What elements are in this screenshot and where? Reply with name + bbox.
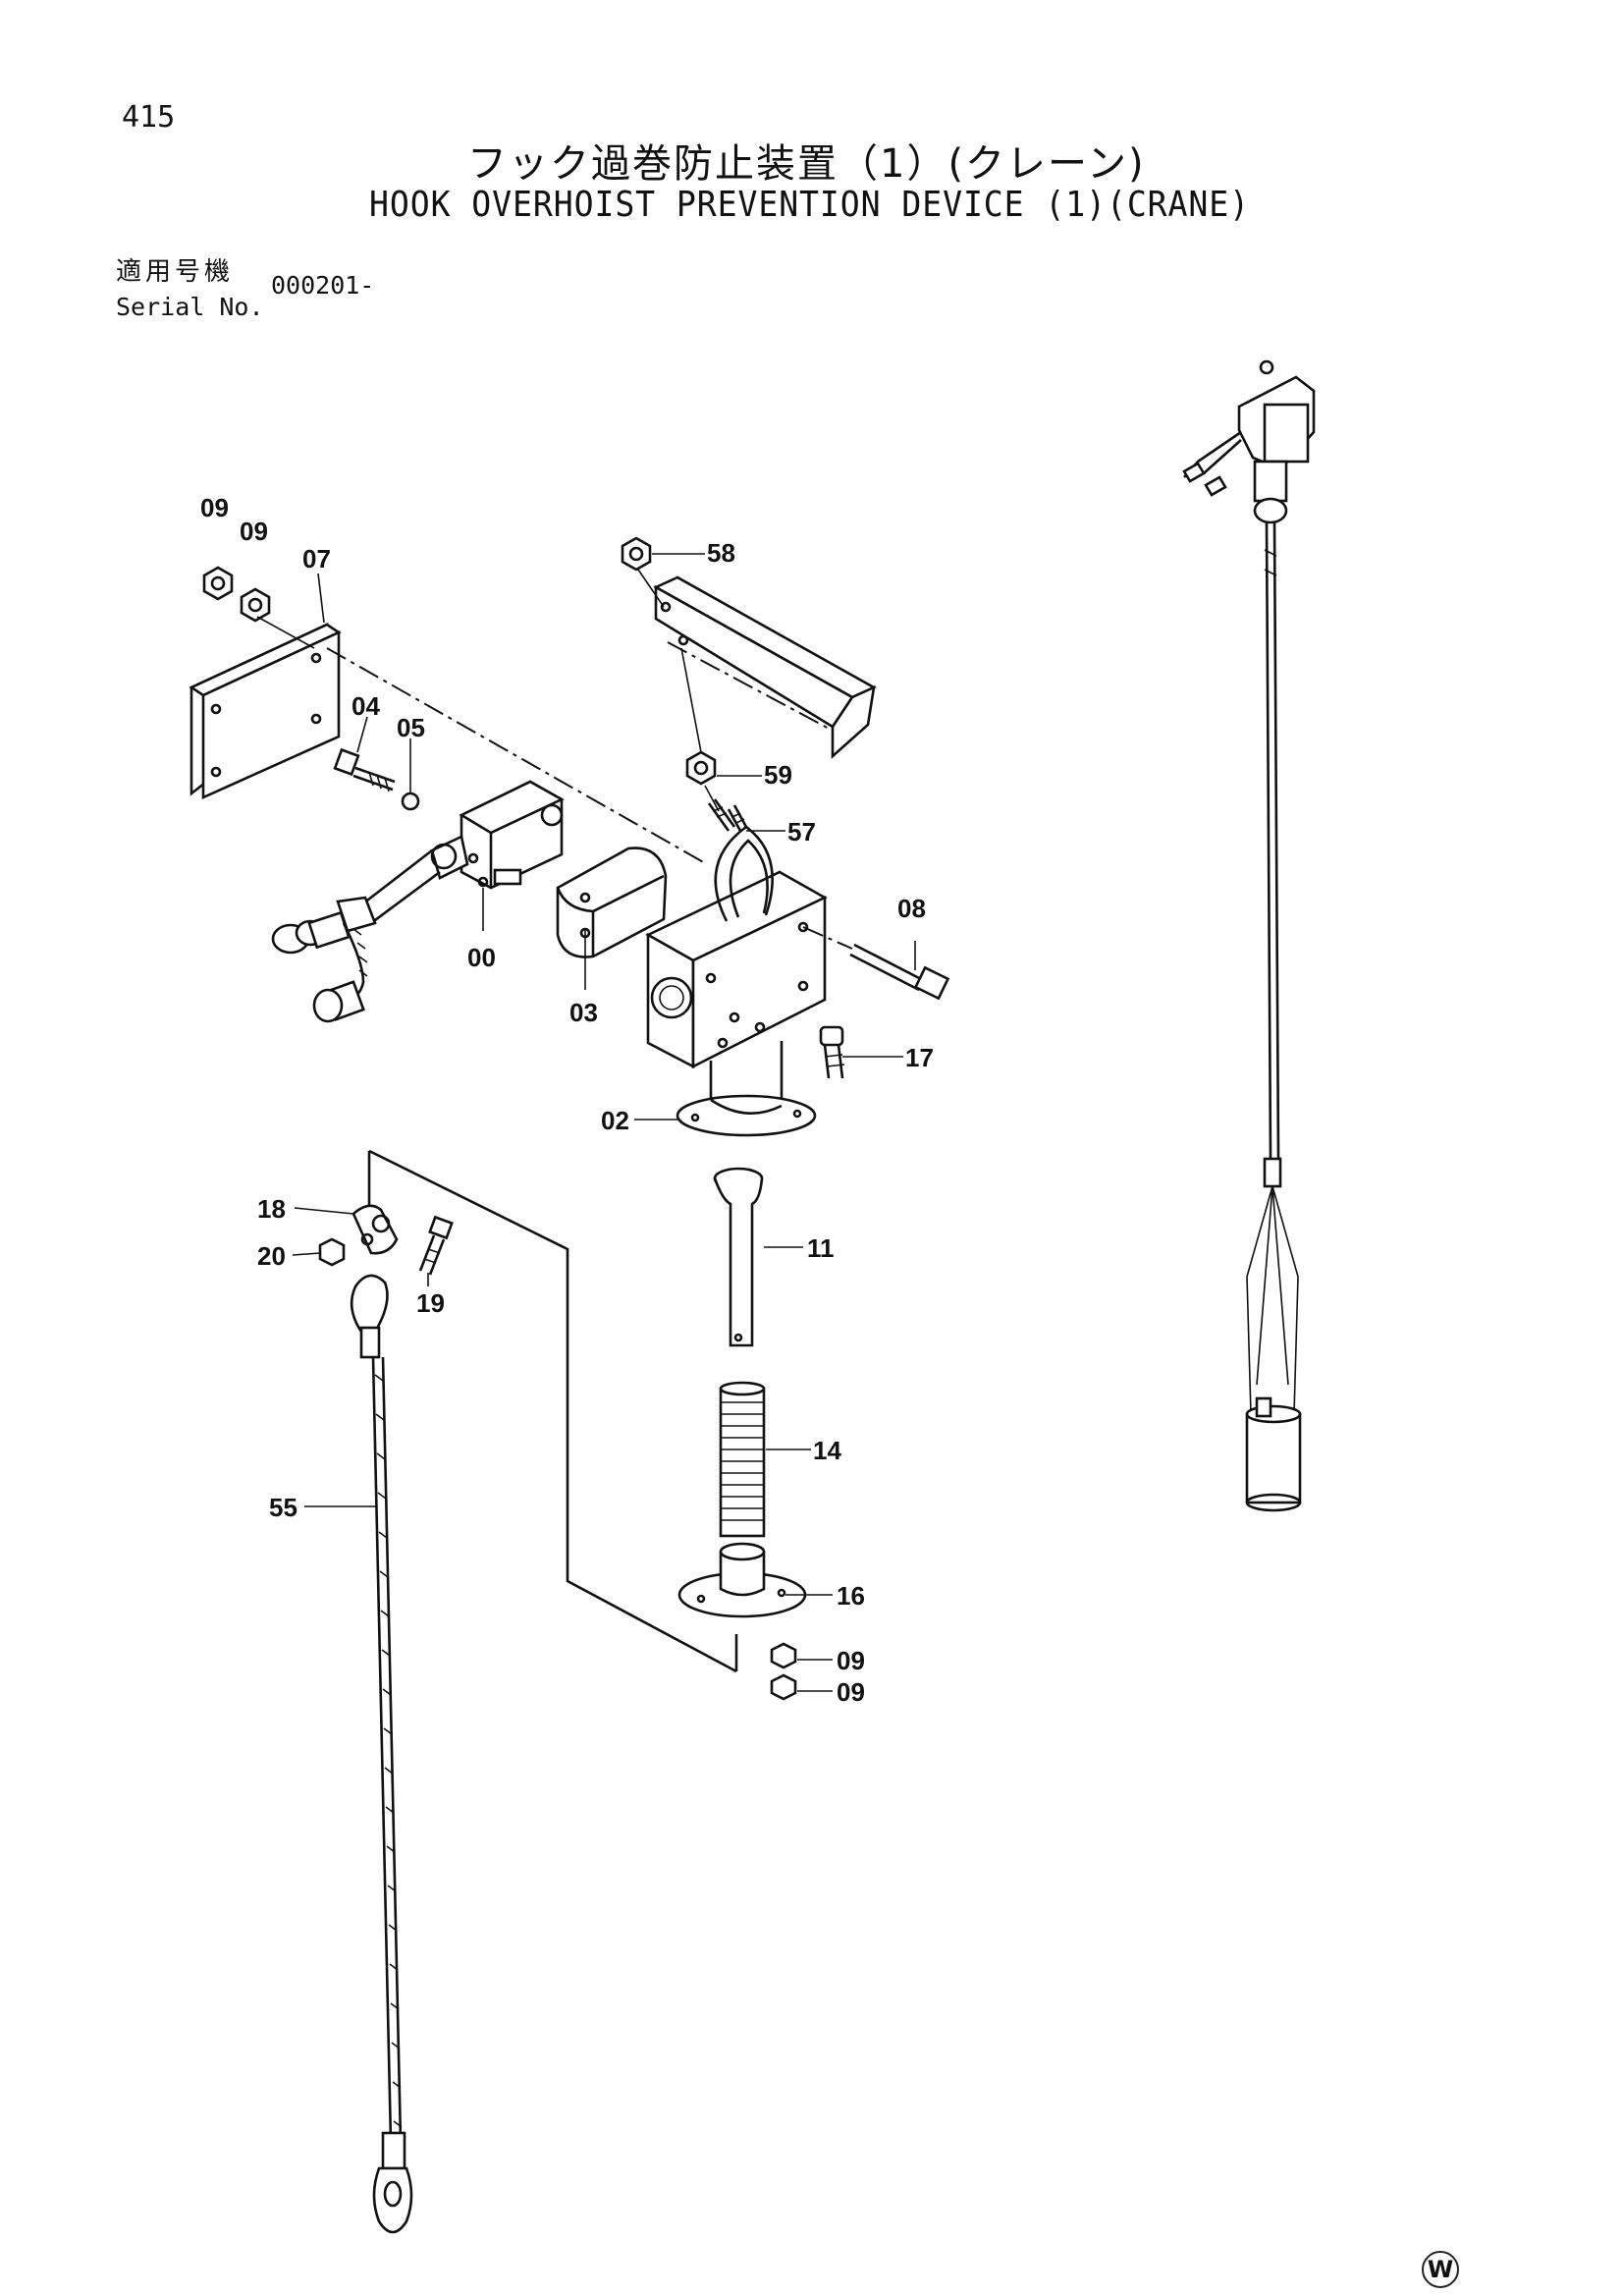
- callout-09-d: 09: [837, 1677, 865, 1707]
- nut-09-b: [240, 587, 271, 623]
- callout-04: 04: [352, 691, 380, 721]
- bolt-17: [819, 1025, 845, 1079]
- callout-07: 07: [302, 544, 331, 574]
- washer-05: [401, 792, 420, 811]
- nut-58: [621, 536, 652, 572]
- callout-09-c: 09: [837, 1646, 865, 1675]
- callout-02: 02: [601, 1106, 629, 1135]
- callout-08: 08: [897, 894, 926, 923]
- callout-57: 57: [787, 817, 816, 847]
- plunger-11: [713, 1167, 764, 1347]
- serial-number-value: 000201-: [271, 271, 375, 300]
- callout-03: 03: [569, 998, 598, 1027]
- callout-58: 58: [707, 538, 735, 568]
- serial-label-japanese: 適用号機: [116, 257, 235, 287]
- bolt-19: [418, 1215, 454, 1276]
- nut-20: [318, 1237, 346, 1267]
- callout-55: 55: [269, 1493, 298, 1522]
- nut-09-a: [202, 566, 234, 601]
- spring-14: [719, 1381, 766, 1538]
- limit-switch-00: [271, 780, 565, 1023]
- bolt-08: [802, 926, 950, 1001]
- overview-assembly: [1182, 359, 1316, 1512]
- nut-59: [685, 750, 717, 786]
- callout-18: 18: [257, 1194, 286, 1224]
- callout-20: 20: [257, 1241, 286, 1271]
- callout-19: 19: [416, 1288, 445, 1318]
- callout-14: 14: [813, 1436, 841, 1465]
- callout-00: 00: [467, 943, 496, 972]
- callout-16: 16: [837, 1581, 865, 1611]
- serial-label-english: Serial No.: [116, 293, 264, 321]
- callout-11: 11: [807, 1233, 835, 1263]
- w-mark-icon: W: [1422, 2251, 1459, 2288]
- angle-bracket: [653, 575, 877, 759]
- wire-rope-55: [350, 1274, 413, 2234]
- callout-59: 59: [764, 760, 792, 790]
- nut-09-c: [770, 1642, 797, 1669]
- nut-09-d: [770, 1673, 797, 1701]
- clip-18: [352, 1204, 399, 1255]
- title-japanese: フック過巻防止装置（1）(クレーン): [467, 141, 1146, 187]
- callout-09-b: 09: [240, 517, 268, 546]
- callout-labels: 09 09 07 04 05 00 03 58 59 57 08 17 02 1…: [200, 493, 934, 1707]
- callout-17: 17: [905, 1043, 934, 1072]
- callout-09-a: 09: [200, 493, 229, 522]
- page-number: 415: [122, 100, 176, 135]
- plate-07: [189, 622, 342, 800]
- base-plate-16: [677, 1542, 807, 1618]
- housing-02: [645, 825, 828, 1137]
- leader-lines: [292, 553, 916, 1692]
- title-english: HOOK OVERHOIST PREVENTION DEVICE (1)(CRA…: [369, 185, 1250, 225]
- bolt-04: [333, 747, 396, 793]
- callout-05: 05: [397, 713, 425, 742]
